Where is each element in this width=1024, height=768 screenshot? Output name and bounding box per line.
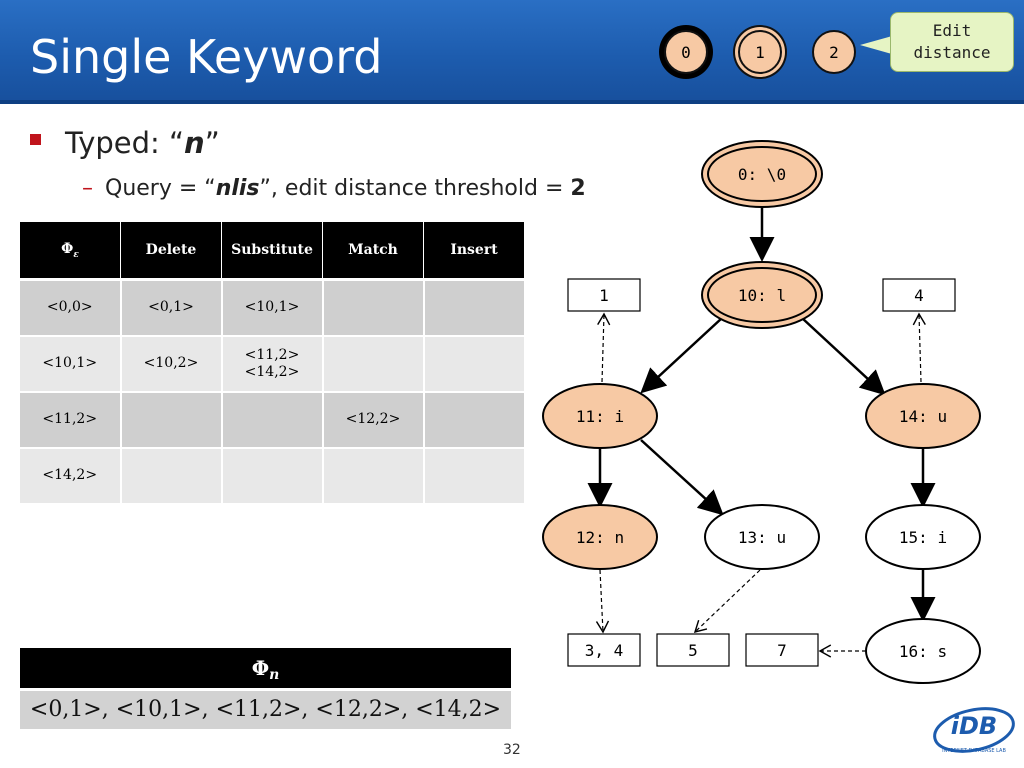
threshold-value: 2 [570,176,586,201]
callout-line-1: Edit [932,21,972,41]
table-cell [322,336,425,393]
table-row: <11,2> <12,2> [20,392,526,449]
query-mid: ”, edit distance threshold = [259,176,571,201]
trie-node-16 [865,618,981,684]
trie-node-12 [542,504,658,570]
table-cell: <10,2> [120,336,223,393]
inverted-list-1 [567,278,641,312]
logo-text: iDB [951,712,997,740]
inverted-list-5 [656,633,730,667]
inverted-list-1-label: 1 [599,286,609,305]
trie-node-16-label: 16: s [899,642,947,661]
query-word: nlis [215,176,260,201]
table-row: <14,2> [20,448,526,505]
typed-bullet: Typed: “n” [30,126,220,160]
phi-n-header: Φn [20,648,511,688]
edge-10-11 [640,317,723,394]
inverted-list-4-label: 4 [914,286,924,305]
dashed-edge-12-list34 [595,569,610,634]
header-substitute: Substitute [221,222,323,281]
trie-node-13-label: 13: u [738,528,786,547]
table-cell [423,336,526,393]
table-cell [423,279,526,337]
distance-0-badge: 0 [664,30,708,74]
inverted-list-4 [882,278,956,312]
table-row: <10,1><10,2><11,2> <14,2> [20,336,526,393]
table-cell: <12,2> [322,392,425,449]
table-cell: <10,1> [221,279,324,337]
logo-subtext: INTERNET DATABASE LAB [942,748,1006,754]
edit-distance-callout: Edit distance [890,12,1014,72]
trie-node-10-label: 10: l [738,286,786,305]
table-cell [423,448,526,505]
inverted-list-3-4-label: 3, 4 [585,641,624,660]
inverted-list-7 [745,633,819,667]
header-match: Match [322,222,424,281]
table-cell [322,279,425,337]
page-number: 32 [503,742,521,758]
trie-node-14-label: 14: u [899,407,947,426]
table-cell [322,448,425,505]
table-cell [221,392,324,449]
dashed-edge-13-list5 [693,569,761,634]
edge-11-13 [640,439,724,516]
header-insert: Insert [423,222,525,281]
trie-node-11 [542,383,658,449]
table-cell [120,392,223,449]
table-row: <0,0><0,1><10,1> [20,279,526,337]
table-cell: <0,1> [120,279,223,337]
typed-prefix: Typed: “ [65,126,185,160]
square-bullet-icon [30,134,41,145]
dashed-edge-11-list1 [597,312,611,383]
callout-tail [860,36,892,54]
header-rule [0,100,1024,104]
table-cell: <10,1> [20,336,122,393]
dashed-edge-14-list4 [912,312,926,383]
header-delete: Delete [120,222,222,281]
trie-node-11-label: 11: i [576,407,624,426]
table-cell: <11,2> <14,2> [221,336,324,393]
edge-10-14 [801,317,886,396]
table-cell: <11,2> [20,392,122,449]
header-phi-epsilon: Φε [20,222,121,281]
table-cell [423,392,526,449]
table-cell: <0,0> [20,279,122,337]
typed-char: n [184,126,205,160]
distance-2-badge: 2 [812,30,856,74]
trie-node-0 [707,146,817,202]
slide-title: Single Keyword [30,30,383,84]
trie-node-10 [707,267,817,323]
idb-logo-icon: iDB INTERNET DATABASE LAB [933,707,1015,754]
table-cell: <14,2> [20,448,122,505]
trie-node-15 [865,504,981,570]
phi-table: Φε Delete Substitute Match Insert <0,0><… [20,222,526,505]
typed-suffix: ” [204,126,220,160]
table-cell [120,448,223,505]
trie-node-15-label: 15: i [899,528,947,547]
dash-bullet-icon: – [82,176,93,201]
distance-1-badge: 1 [738,30,782,74]
trie-node-13 [704,504,820,570]
query-bullet: –Query = “nlis”, edit distance threshold… [82,176,586,201]
trie-node-14 [865,383,981,449]
inverted-list-5-label: 5 [688,641,698,660]
phi-n-result: Φn <0,1>, <10,1>, <11,2>, <12,2>, <14,2> [20,648,511,729]
query-prefix: Query = “ [105,176,216,201]
trie-node-12-label: 12: n [576,528,624,547]
table-cell [221,448,324,505]
callout-line-2: distance [913,43,991,62]
phi-n-value: <0,1>, <10,1>, <11,2>, <12,2>, <14,2> [20,691,511,729]
inverted-list-7-label: 7 [777,641,787,660]
inverted-list-3-4 [567,633,641,667]
trie-node-0-label: 0: \0 [738,165,786,184]
